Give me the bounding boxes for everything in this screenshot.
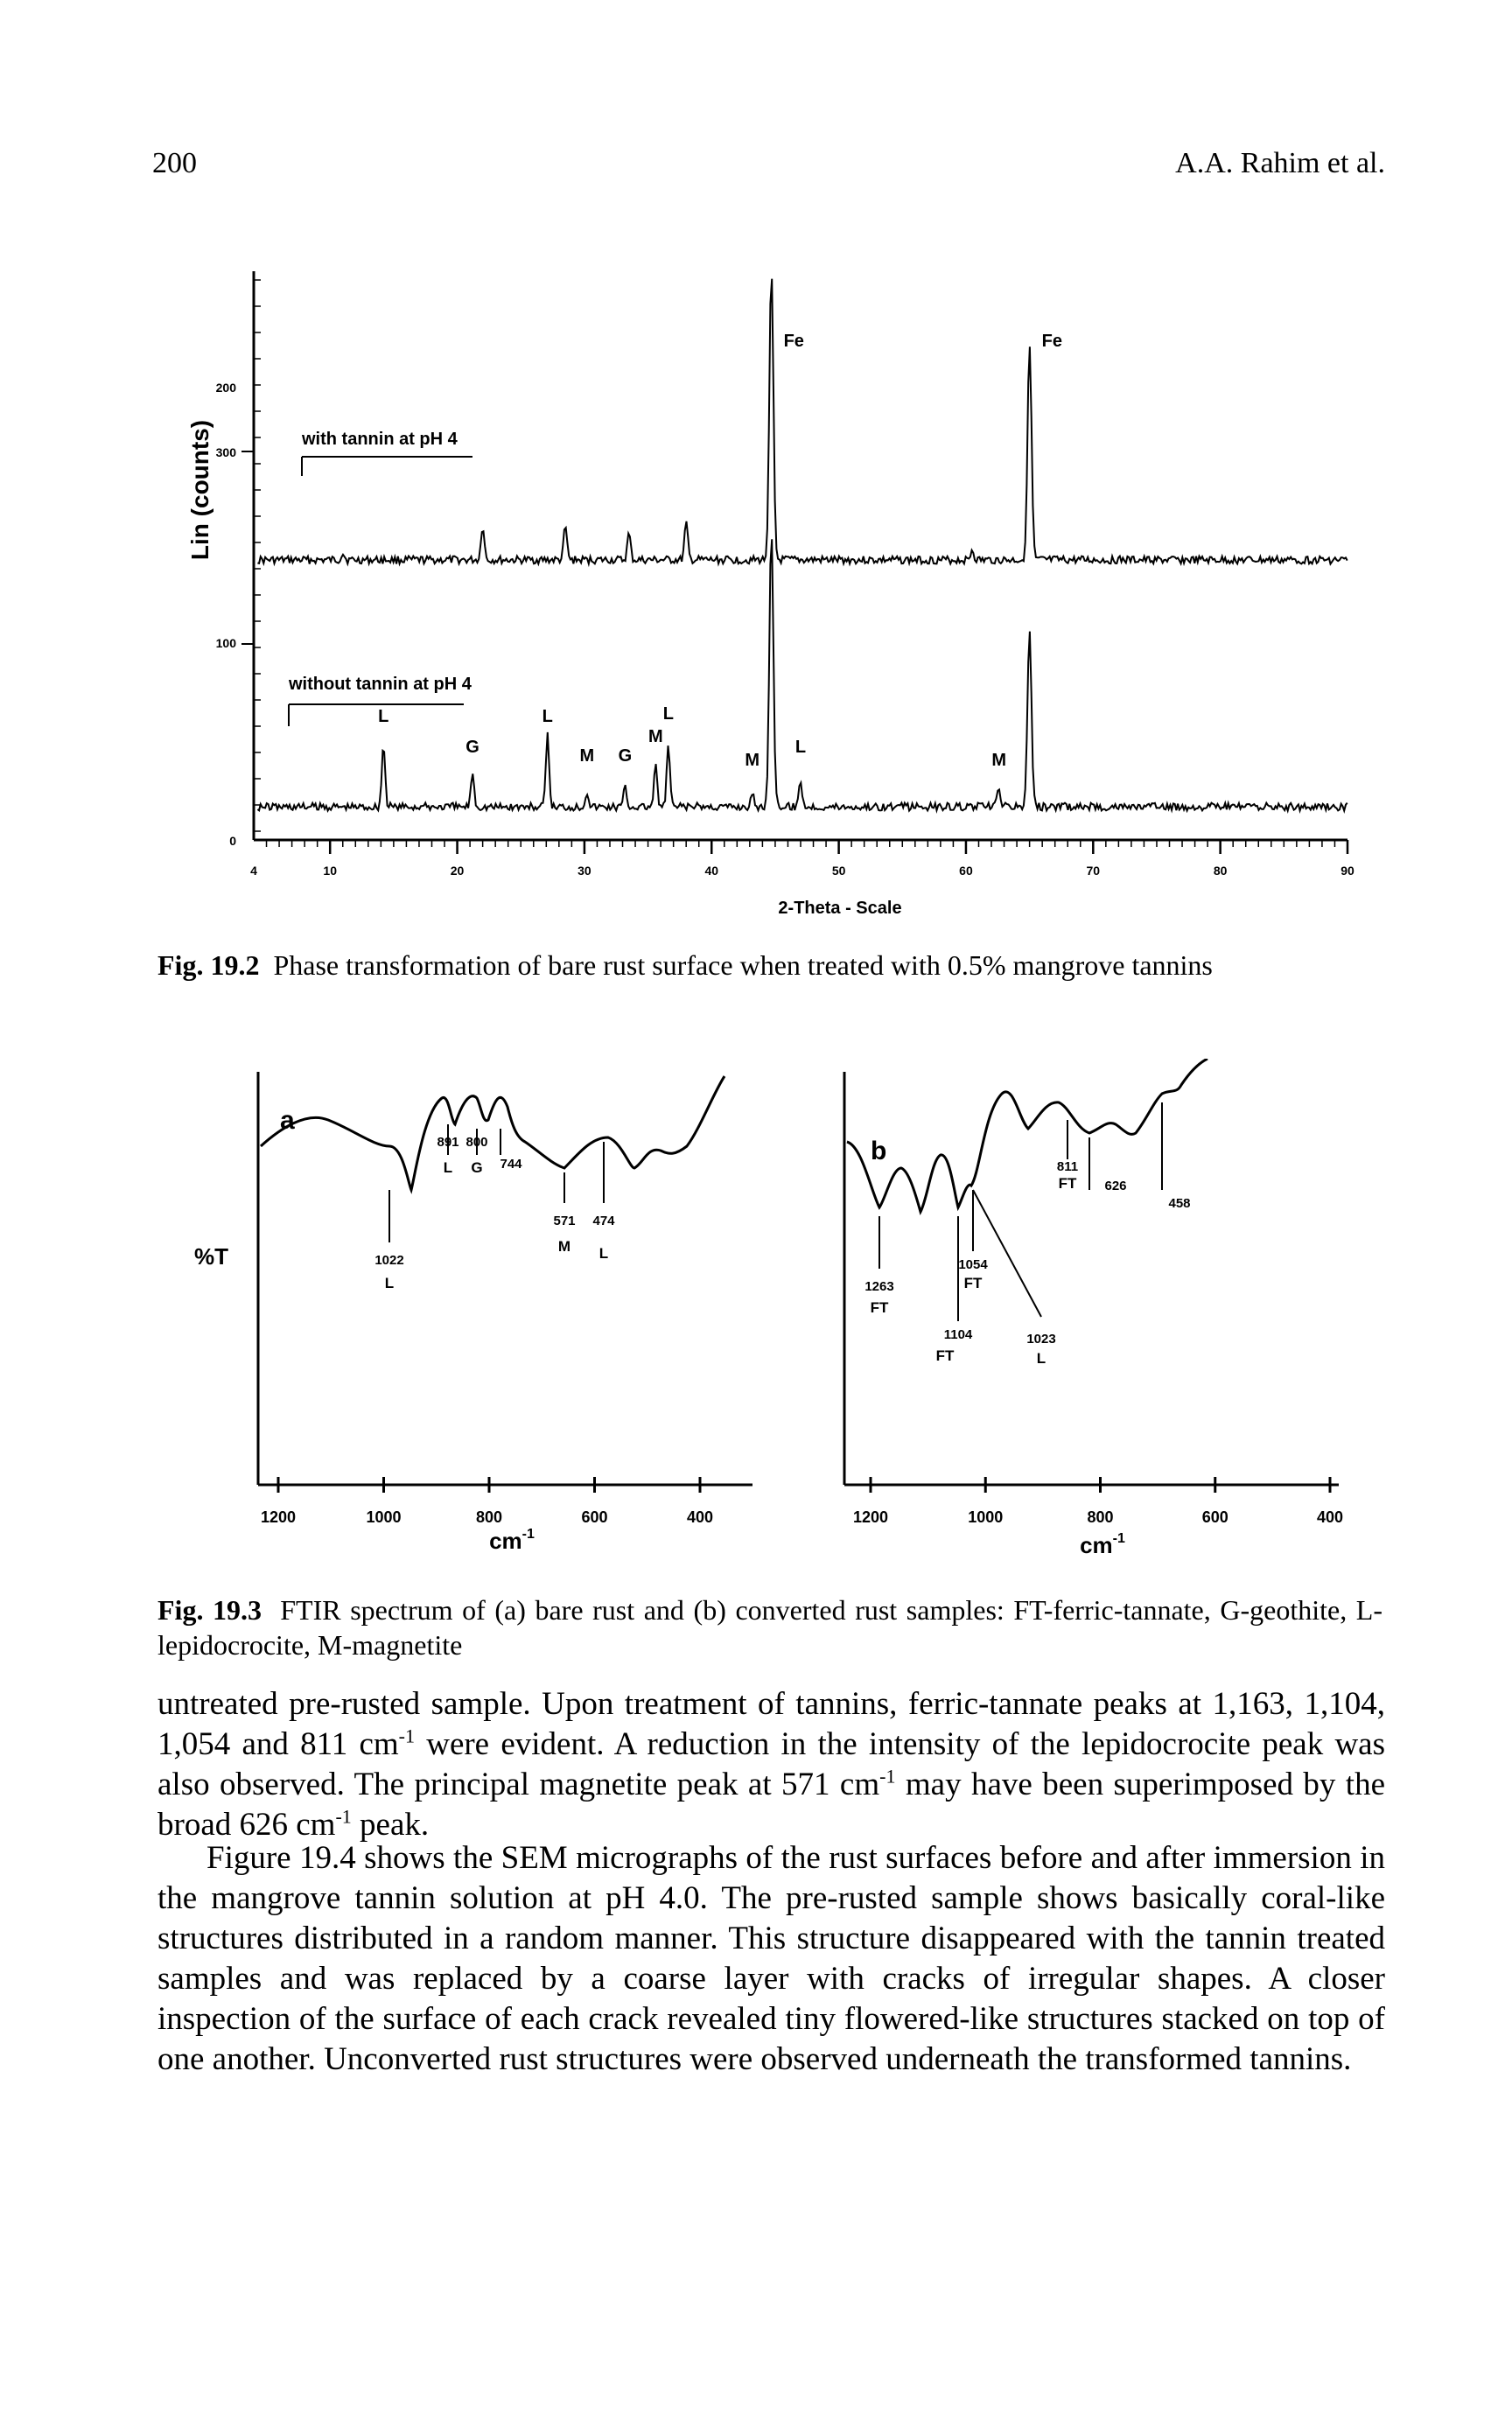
series-label-without-tannin: without tannin at pH 4: [288, 675, 472, 694]
figure-19-2-caption: Fig. 19.2 Phase transformation of bare r…: [158, 948, 1382, 983]
peak-label: 626: [1104, 1179, 1126, 1193]
x-tick-label: 40: [704, 864, 718, 878]
y-tick-label: 300: [216, 445, 237, 459]
x-tick-label: 70: [1087, 864, 1101, 878]
peak-label: 1054: [958, 1257, 988, 1272]
peak-label: M: [579, 746, 594, 766]
x-tick-label: 30: [578, 864, 592, 878]
ftir-panel-a: [256, 1072, 752, 1487]
x-tick-label: 20: [451, 864, 465, 878]
y-axis-label: %T: [194, 1243, 228, 1270]
ftir-trace-b: [846, 1059, 1208, 1216]
peak-label: 891: [437, 1135, 458, 1150]
body-paragraph-2: Figure 19.4 shows the SEM micrographs of…: [158, 1838, 1385, 2080]
y-tick-label: 100: [216, 636, 237, 650]
peak-label: Fe: [1042, 332, 1062, 351]
figure-19-3-caption: Fig. 19.3 FTIR spectrum of (a) bare rust…: [158, 1592, 1382, 1662]
x-tick-label: 600: [1202, 1508, 1228, 1526]
ftir-trace-a: [259, 1075, 726, 1194]
caption-label: Fig. 19.3: [158, 1594, 262, 1626]
panel-label: b: [871, 1137, 886, 1165]
x-axis-label: cm-1: [1080, 1531, 1125, 1558]
x-tick-label: 1000: [968, 1508, 1003, 1526]
x-tick-label: 600: [581, 1508, 607, 1526]
caption-label: Fig. 19.2: [158, 949, 260, 981]
phase-label: G: [471, 1159, 482, 1176]
phase-label: FT: [1059, 1175, 1077, 1192]
paragraph-text: Figure 19.4 shows the SEM micrographs of…: [158, 1840, 1385, 2077]
peak-label: 811: [1057, 1159, 1078, 1174]
phase-label: M: [558, 1238, 570, 1255]
phase-label: L: [444, 1159, 452, 1176]
peak-label: 474: [592, 1214, 615, 1228]
phase-label: FT: [936, 1347, 955, 1364]
x-tick-label: 10: [323, 864, 337, 878]
x-axis-label: cm-1: [489, 1527, 535, 1554]
body-paragraph-1: untreated pre-rusted sample. Upon treatm…: [158, 1684, 1385, 1845]
peak-label: G: [466, 738, 480, 757]
x-tick-label: 1200: [853, 1508, 888, 1526]
y-tick-label: 200: [216, 381, 237, 395]
x-tick-label: 1000: [366, 1508, 401, 1526]
series-label-with-tannin: with tannin at pH 4: [301, 430, 458, 449]
paragraph-text: untreated pre-rusted sample. Upon treatm…: [158, 1686, 1385, 1843]
peak-label: L: [542, 707, 553, 726]
xrd-chart: Lin (counts) 300 200 100 0 with tannin a…: [186, 271, 1354, 918]
x-tick-label: 90: [1340, 864, 1354, 878]
peak-label: L: [795, 738, 806, 757]
x-tick-label: 800: [476, 1508, 502, 1526]
phase-label: L: [599, 1245, 608, 1262]
running-head: A.A. Rahim et al.: [1175, 147, 1385, 179]
phase-label: L: [385, 1275, 394, 1291]
x-tick-label: 400: [687, 1508, 713, 1526]
peak-label: 800: [466, 1135, 487, 1150]
x-axis-label: 2-Theta - Scale: [778, 899, 901, 918]
phase-label: FT: [964, 1275, 983, 1291]
peak-label: L: [663, 704, 674, 724]
page-number: 200: [152, 147, 197, 179]
peak-label: M: [991, 751, 1006, 770]
phase-label: L: [1037, 1350, 1046, 1367]
x-tick-label: 1200: [261, 1508, 296, 1526]
caption-text: FTIR spectrum of (a) bare rust and (b) c…: [158, 1594, 1383, 1661]
xrd-trace-without-tannin: [256, 539, 1348, 815]
x-tick-label: 4: [250, 864, 257, 878]
peak-label: M: [745, 751, 760, 770]
y-axis-label: Lin (counts): [186, 420, 214, 560]
x-tick-label: 400: [1317, 1508, 1343, 1526]
peak-label: 1022: [374, 1253, 403, 1268]
x-tick-label: 80: [1214, 864, 1228, 878]
y-tick-label: 0: [229, 834, 236, 848]
peak-label: G: [619, 746, 633, 766]
peak-label: L: [378, 707, 388, 726]
peak-label: Fe: [784, 332, 804, 351]
peak-label: 1104: [944, 1327, 973, 1342]
peak-label: 571: [553, 1214, 575, 1228]
peak-label: M: [648, 727, 663, 746]
x-tick-label: 800: [1087, 1508, 1113, 1526]
x-tick-label: 50: [832, 864, 846, 878]
phase-label: FT: [871, 1299, 889, 1316]
peak-label: 1263: [864, 1279, 893, 1294]
peak-label: 744: [500, 1157, 522, 1172]
ftir-panel-b: [843, 1072, 1339, 1487]
peak-label: 1023: [1026, 1332, 1055, 1347]
x-tick-label: 60: [959, 864, 973, 878]
xrd-trace-with-tannin: [257, 278, 1348, 568]
caption-text: Phase transformation of bare rust surfac…: [273, 949, 1213, 981]
peak-label: 458: [1168, 1196, 1190, 1211]
